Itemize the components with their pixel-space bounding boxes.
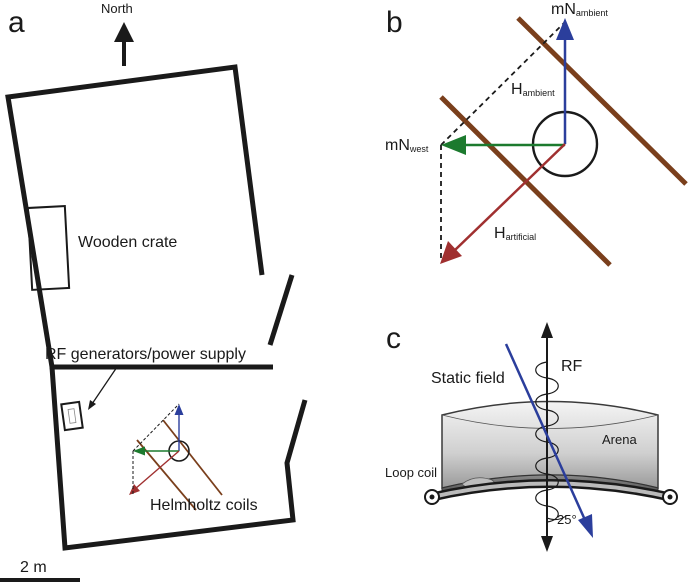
static-field-arrow [504,343,593,538]
panel-letter-b: b [386,6,403,39]
helmholtz-label: Helmholtz coils [150,497,258,514]
north-label: North [101,1,133,16]
rf-pointer-arrow [88,366,118,410]
panel-letter-a: a [8,6,25,39]
angle-label: 25° [557,512,577,527]
mn-west-arrow [441,135,565,155]
scale-bar-label: 2 m [20,559,47,576]
mn-west-label: mNwest [385,137,429,154]
panel-c: c [385,322,678,552]
mini-green-arrowhead [133,446,145,456]
dashed-diagonal [440,21,566,146]
h-ambient-label: Hambient [511,81,555,98]
loop-coil-label: Loop coil [385,465,437,480]
north-arrow-icon [114,22,134,66]
mini-helmholtz-diagram [129,403,223,511]
angle-arc [546,515,567,521]
mini-blue-arrowhead [174,404,184,415]
wooden-crate [26,205,71,291]
rf-helix [535,361,559,523]
rf-label: RF [561,358,583,375]
h-artificial-arrow [440,143,566,264]
panel-a: a North Wooden crate RF generators/power… [0,1,308,582]
wooden-crate-label: Wooden crate [78,234,177,251]
h-ambient-arrow [556,18,574,144]
loop-coil [424,479,678,505]
mini-red-arrowhead [129,484,140,495]
mini-coil-1 [162,419,223,496]
static-field-label: Static field [431,370,505,387]
arena-label: Arena [602,432,637,447]
room-outline [5,64,308,551]
panel-letter-c: c [386,322,401,355]
mn-ambient-label: mNambient [551,1,608,18]
rf-generators-label: RF generators/power supply [45,346,246,363]
helmholtz-coil-1 [516,16,688,186]
rf-generator-box [60,400,84,432]
h-artificial-label: Hartificial [494,225,536,242]
panel-b: b mNambient Hambient [385,1,688,267]
